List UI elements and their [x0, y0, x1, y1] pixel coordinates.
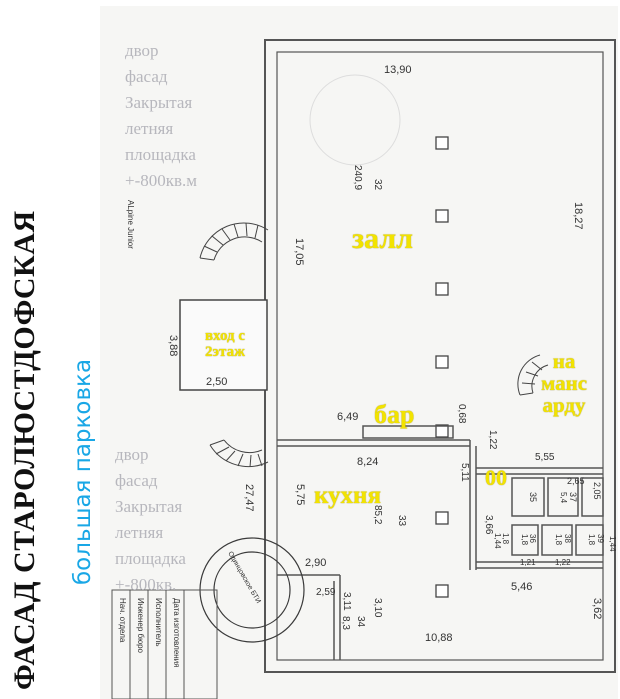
dim-r-1-22: 1,22	[555, 558, 571, 567]
room-34-area: 8,3	[340, 616, 351, 630]
spiral-stair-upper	[199, 222, 269, 261]
interior-walls	[277, 425, 604, 660]
signature-table-rows: Нач. отдела Инженер бюро Исполнитель Дат…	[118, 598, 181, 668]
dim-left-2-90: 2,90	[305, 557, 326, 569]
note-top-line: площадка	[125, 145, 196, 164]
bar-label: бар	[374, 400, 415, 429]
note-bottom-line: двор	[115, 445, 149, 464]
note-bottom-line: +-800кв.	[115, 575, 177, 594]
room-39: 39	[596, 534, 605, 543]
room-39-area: 1,8	[587, 534, 596, 546]
dim-right-122: 1,22	[487, 430, 498, 450]
room-36: 36	[528, 534, 537, 543]
attic-label-line: на	[552, 349, 576, 373]
note-top-line: фасад	[125, 67, 168, 86]
dim-kitchen-area: 85,2	[372, 505, 383, 525]
room-38: 38	[563, 534, 572, 543]
room-37: 37	[568, 492, 578, 502]
note-bottom-line: летняя	[115, 523, 164, 542]
hall-label: залл	[352, 222, 413, 255]
note-bottom: двор фасад Закрытая летняя площадка +-80…	[115, 442, 186, 598]
parking-label: большая парковка	[70, 358, 96, 585]
dim-bar-gap: 0,68	[456, 404, 467, 424]
note-top-line: летняя	[125, 119, 174, 138]
table-row-4: Дата изготовления	[172, 598, 181, 668]
spiral-stair-right	[517, 354, 549, 396]
dim-stair-width: 3,88	[167, 335, 179, 356]
dim-top-width: 13,90	[384, 64, 412, 76]
entrance-label-line: 2этаж	[205, 344, 245, 360]
dim-bar-len: 6,49	[337, 411, 358, 423]
dim-small-3-10: 3,10	[372, 598, 383, 618]
note-top: двор фасад Закрытая летняя площадка +-80…	[125, 38, 197, 194]
dim-wc-5-55: 5,55	[535, 452, 555, 463]
attic-label-line: арду	[542, 393, 586, 417]
alpine-note: ALpine Junior	[126, 200, 135, 249]
dim-wc-2-05: 2,05	[592, 482, 602, 500]
room-left-a: 1,44	[493, 533, 502, 549]
signature-table	[111, 589, 218, 699]
note-top-line: Закрытая	[125, 93, 193, 112]
wc-label: 00	[485, 465, 507, 490]
dim-corr-5-46: 5,46	[511, 581, 532, 593]
room-left-num: 1,8	[501, 533, 510, 545]
table-row-3: Исполнитель	[154, 598, 163, 647]
room-34: 34	[355, 616, 366, 628]
room-35: 35	[528, 492, 538, 502]
entrance-block	[179, 299, 268, 391]
table-row-2: Инженер бюро	[136, 598, 145, 654]
note-top-line: двор	[125, 41, 159, 60]
facade-title: ФАСАД СТАРОЛЮСТДОФСКАЯ	[8, 210, 41, 690]
dim-r-1-44: 1,44	[608, 536, 617, 552]
dim-bottom-width: 10,88	[425, 632, 453, 644]
dim-r-1-21: 1,21	[520, 558, 536, 567]
dim-r-3-66: 3,66	[483, 515, 494, 535]
attic-label-line: манс	[541, 371, 588, 395]
dim-hall-num: 32	[372, 179, 383, 191]
table-row-1: Нач. отдела	[118, 598, 127, 643]
entrance-label: вход с 2этаж	[190, 328, 260, 360]
spiral-stair-lower	[209, 439, 269, 468]
dim-wc-2-65: 2,65	[567, 476, 585, 486]
dim-small-2-59: 2,59	[316, 587, 336, 598]
note-bottom-line: Закрытая	[115, 497, 183, 516]
dim-right-height: 18,27	[572, 202, 584, 230]
dim-kitchen-num: 33	[396, 515, 407, 527]
dim-left-27-47: 27,47	[243, 484, 255, 512]
dim-stair-depth: 2,50	[206, 376, 227, 388]
kitchen-label: кухня	[314, 482, 381, 509]
dim-kitchen-5-11: 5,11	[459, 463, 470, 482]
room-37-area: 5,4	[559, 492, 568, 504]
dim-corr-3-62: 3,62	[591, 598, 603, 619]
dim-small-3-11: 3,11	[341, 592, 352, 611]
dim-kitchen-5-75: 5,75	[294, 484, 306, 505]
room-36-area: 1,8	[520, 534, 529, 546]
note-bottom-line: фасад	[115, 471, 158, 490]
dim-hall-area: 240,9	[352, 165, 363, 190]
dim-kitchen-width: 8,24	[357, 456, 378, 468]
dim-left-height: 17,05	[293, 238, 305, 266]
hall-columns	[435, 136, 449, 598]
entrance-label-line: вход с	[204, 328, 246, 344]
dimension-labels: 13,90 32 240,9 18,27 17,05 3,88 2,50 6,4…	[126, 64, 617, 644]
attic-label: на манс арду	[541, 350, 587, 416]
note-bottom-line: площадка	[115, 549, 186, 568]
room-38-area: 1,8	[554, 534, 563, 546]
note-top-line: +-800кв.м	[125, 171, 198, 190]
faint-stamp	[309, 74, 401, 166]
